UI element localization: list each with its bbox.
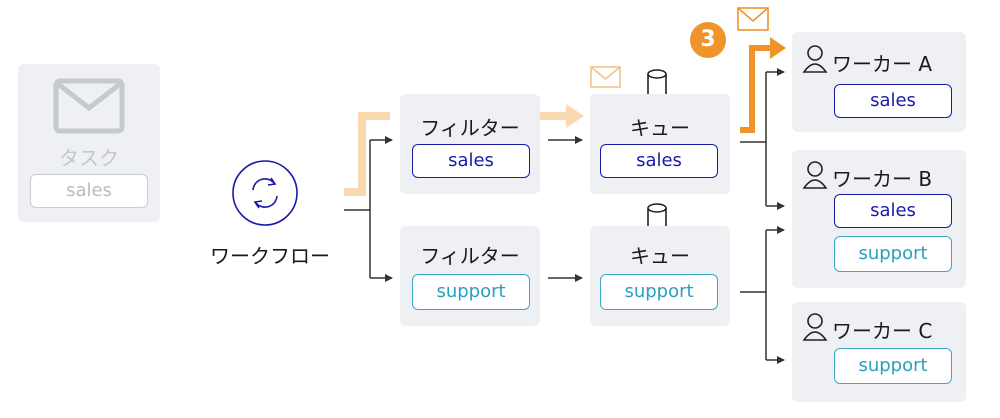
queue-support-title: キュー xyxy=(630,244,690,268)
worker-c-tag-support: support xyxy=(834,348,952,384)
filter-support: フィルター support xyxy=(400,226,540,326)
refresh-icon xyxy=(232,160,298,226)
filter-sales: フィルター sales xyxy=(400,94,540,194)
filter-sales-title: フィルター xyxy=(420,116,520,140)
envelope-icon-light xyxy=(590,66,621,88)
task-tag: sales xyxy=(30,174,148,208)
worker-b-title: ワーカー B xyxy=(832,167,933,191)
highlight-arrow-light xyxy=(566,104,584,128)
queue-sales-tag: sales xyxy=(600,144,718,178)
queue-support-tag: support xyxy=(600,274,718,310)
step-badge: 3 xyxy=(690,22,726,58)
queue-sales: キュー sales xyxy=(590,94,730,194)
queue-sales-to-workers xyxy=(740,68,785,210)
task-title: タスク xyxy=(59,146,119,170)
filter-support-title: フィルター xyxy=(420,244,520,268)
workflow-splitter xyxy=(344,136,393,282)
person-icon xyxy=(802,161,828,189)
person-icon xyxy=(802,313,828,341)
worker-c-title: ワーカー C xyxy=(832,319,933,343)
worker-a-title: ワーカー A xyxy=(832,52,933,76)
workflow-label: ワークフロー xyxy=(210,244,330,268)
worker-c: ワーカー C support xyxy=(792,302,966,402)
highlight-path-dark xyxy=(740,45,770,133)
worker-b: ワーカー B sales support xyxy=(792,150,966,288)
person-icon xyxy=(802,45,828,73)
worker-b-tag-support: support xyxy=(834,236,952,272)
envelope-icon xyxy=(53,78,125,134)
queue-support-to-workers xyxy=(740,226,785,364)
task-card: タスク sales xyxy=(18,64,160,222)
filter-to-queue xyxy=(548,136,583,282)
worker-b-tag-sales: sales xyxy=(834,194,952,228)
envelope-icon-orange xyxy=(737,7,769,31)
queue-sales-title: キュー xyxy=(630,116,690,140)
worker-a: ワーカー A sales xyxy=(792,32,966,132)
queue-support: キュー support xyxy=(590,226,730,326)
workflow-node: ワークフロー xyxy=(200,158,340,278)
highlight-path-light xyxy=(344,112,390,196)
filter-support-tag: support xyxy=(412,274,530,310)
worker-a-tag-sales: sales xyxy=(834,84,952,118)
highlight-arrow-dark xyxy=(770,37,786,59)
filter-sales-tag: sales xyxy=(412,144,530,178)
